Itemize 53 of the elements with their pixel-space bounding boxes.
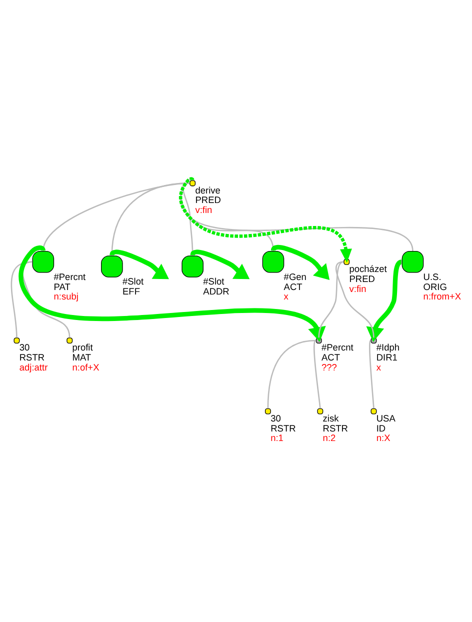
- node-label: adj:attr: [19, 362, 48, 372]
- node-label: #Slot: [203, 276, 224, 286]
- connector: [180, 178, 274, 252]
- node-label: n:subj: [54, 292, 78, 302]
- node-label: PRED: [195, 195, 221, 206]
- connector: [336, 261, 374, 338]
- node-label: n:X: [376, 433, 390, 444]
- node-label: PRED: [349, 274, 375, 284]
- arrow: [366, 260, 402, 342]
- node-label: n:1: [270, 433, 284, 444]
- node-label: MAT: [72, 352, 92, 363]
- node-label: ACT: [321, 352, 340, 363]
- node-label: v:fin: [195, 205, 212, 216]
- node-label: x: [284, 292, 288, 302]
- node-label: zisk: [322, 413, 339, 424]
- node-label: n:from+X: [423, 292, 462, 302]
- node-label: x: [376, 362, 381, 372]
- node-label: RSTR: [270, 423, 296, 434]
- node-label: n:2: [322, 433, 336, 444]
- node-label: profit: [72, 342, 93, 353]
- node-label: ACT: [284, 282, 302, 292]
- node-label: #Percnt: [321, 342, 354, 353]
- node-label: derive: [195, 185, 220, 196]
- arrow: [271, 244, 330, 280]
- node-label: #Gen: [284, 272, 306, 282]
- node-label: ???: [321, 362, 337, 372]
- arrow: [18, 246, 326, 342]
- connector: [318, 261, 344, 338]
- node-label: pocházet: [349, 264, 387, 274]
- connector: [369, 340, 374, 408]
- node-label: ID: [376, 423, 386, 434]
- node-label: #Idph: [376, 342, 400, 353]
- node-label: PAT: [54, 282, 70, 292]
- node-label: #Percnt: [54, 272, 86, 282]
- arrow: [110, 250, 169, 280]
- node-label: ADDR: [203, 286, 230, 296]
- node-label: 30: [19, 342, 30, 353]
- connector: [314, 340, 321, 408]
- connector: [180, 178, 414, 252]
- node-label: USA: [376, 413, 396, 424]
- node-label: 30: [270, 413, 281, 424]
- connector: [267, 340, 316, 408]
- node-label: U.S.: [423, 272, 442, 282]
- node-label: EFF: [122, 286, 140, 296]
- node-label: RSTR: [322, 423, 348, 434]
- node-label: #Slot: [122, 276, 144, 286]
- node-label: ORIG: [423, 282, 447, 292]
- arrow: [190, 250, 250, 280]
- node-label: DIR1: [376, 352, 398, 363]
- arrow: [178, 177, 352, 263]
- node-label: RSTR: [19, 352, 45, 363]
- node-label: n:of+X: [72, 362, 100, 372]
- node-label: v:fin: [349, 284, 366, 294]
